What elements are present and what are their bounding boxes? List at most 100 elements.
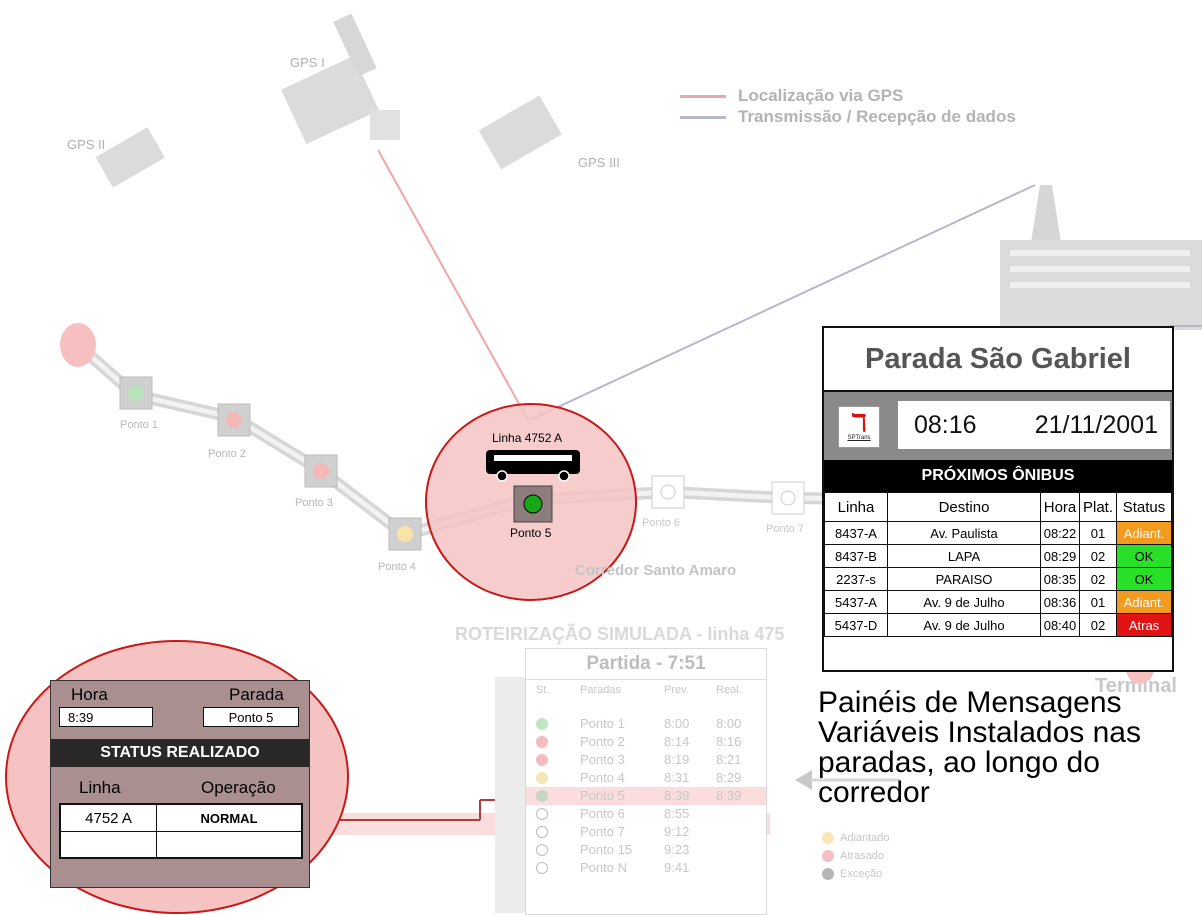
sptrans-logo: ℸ SPTrans	[838, 406, 880, 448]
corridor-label: Corredor Santo Amaro	[575, 562, 736, 579]
operacao-value: NORMAL	[157, 805, 301, 832]
stop-ponto-3	[305, 455, 337, 487]
caption-line: paradas, ao longo do	[818, 748, 1141, 778]
schedule-row: Ponto 18:008:00	[526, 715, 766, 733]
schedule-prev: 9:23	[664, 842, 689, 857]
gps-signal-line	[378, 150, 528, 420]
schedule-parada: Ponto 7	[580, 824, 625, 839]
status-dot	[822, 850, 834, 862]
schedule-real: 8:16	[716, 734, 741, 749]
table-header-row: Linha Destino Hora Plat. Status	[825, 493, 1172, 522]
schedule-table: Partida - 7:51 St. Paradas Prev. Real. P…	[525, 648, 767, 915]
status-badge: Adiant.	[1117, 591, 1172, 614]
antenna-tower-icon	[1000, 185, 1202, 330]
cell-destino: Av. 9 de Julho	[888, 591, 1041, 614]
stop-ponto-7	[772, 482, 804, 514]
schedule-parada: Ponto 4	[580, 770, 625, 785]
cell-hora: 08:22	[1041, 522, 1080, 545]
bus-line-label: Linha 4752 A	[492, 431, 562, 445]
bus-status-detail: Hora Parada 8:39 Ponto 5 STATUS REALIZAD…	[50, 680, 310, 888]
table-row: 8437-A Av. Paulista 08:22 01 Adiant.	[825, 522, 1172, 545]
column-header: Real.	[716, 684, 742, 696]
stop-ponto-6	[652, 476, 684, 508]
stop-label: Ponto 3	[295, 497, 333, 509]
cell-plat: 01	[1080, 522, 1117, 545]
table-row: 2237-s PARAISO 08:35 02 OK	[825, 568, 1172, 591]
caption-line: Painéis de Mensagens	[818, 688, 1141, 718]
schedule-prev: 9:12	[664, 824, 689, 839]
legend-gps: Localização via GPS	[680, 86, 903, 106]
status-badge: OK	[1117, 545, 1172, 568]
status-legend-item: Atrasado	[822, 850, 890, 868]
cell-hora: 08:40	[1041, 614, 1080, 637]
schedule-prev: 9:41	[664, 860, 689, 875]
schedule-prev: 8:14	[664, 734, 689, 749]
panel-title: Parada São Gabriel	[824, 328, 1172, 392]
status-heading: STATUS REALIZADO	[51, 739, 309, 767]
cell-linha: 5437-A	[825, 591, 888, 614]
legend-swatch	[680, 95, 726, 98]
panel-time-date: 08:16 21/11/2001	[898, 401, 1170, 449]
status-legend-item: Adiantado	[822, 832, 890, 850]
route-start-marker	[60, 323, 96, 367]
caption-arrow-icon	[795, 770, 812, 790]
hora-value: 8:39	[59, 707, 153, 727]
schedule-prev: 8:00	[664, 716, 689, 731]
sptrans-logo-text: SPTrans	[847, 435, 870, 441]
empty-cell	[157, 832, 301, 857]
stop-label: Ponto 7	[766, 523, 804, 535]
legend-transmission: Transmissão / Recepção de dados	[680, 107, 1016, 127]
status-badge: Adiant.	[1117, 522, 1172, 545]
caption-text: Painéis de Mensagens Variáveis Instalado…	[818, 688, 1141, 808]
cell-linha: 2237-s	[825, 568, 888, 591]
stop-label: Ponto 1	[120, 419, 158, 431]
status-dot	[536, 862, 548, 874]
schedule-real: 8:29	[716, 770, 741, 785]
schedule-parada: Ponto 1	[580, 716, 625, 731]
status-legend: Adiantado Atrasado Exceção	[822, 832, 890, 886]
stop-label: Ponto 5	[510, 526, 552, 540]
linha-value: 4752 A	[61, 805, 157, 832]
next-buses-table: Linha Destino Hora Plat. Status 8437-A A…	[824, 492, 1172, 637]
schedule-header-row: St. Paradas Prev. Real.	[526, 683, 766, 701]
status-badge: OK	[1117, 568, 1172, 591]
stop-ponto-1	[120, 377, 152, 409]
satellite-gps3-icon	[479, 95, 562, 169]
operacao-label: Operação	[201, 778, 276, 798]
column-header: Hora	[1041, 493, 1080, 522]
table-row: 8437-B LAPA 08:29 02 OK	[825, 545, 1172, 568]
schedule-row: Ponto 7 9:12	[526, 823, 766, 841]
column-header: Status	[1117, 493, 1172, 522]
stop-label: Ponto 6	[642, 517, 680, 529]
cell-linha: 8437-B	[825, 545, 888, 568]
satellite-gps2-icon	[96, 127, 165, 187]
panel-time: 08:16	[914, 411, 977, 440]
schedule-parada: Ponto N	[580, 860, 627, 875]
panel-date: 21/11/2001	[1035, 411, 1158, 440]
sptrans-logo-mark-icon: ℸ	[851, 413, 866, 435]
schedule-prev: 8:19	[664, 752, 689, 767]
parada-label: Parada	[229, 685, 284, 705]
schedule-title: Partida - 7:51	[526, 649, 766, 680]
status-legend-item: Exceção	[822, 868, 890, 886]
legend-swatch	[680, 116, 726, 119]
gps3-label: GPS III	[578, 155, 620, 170]
cell-plat: 01	[1080, 591, 1117, 614]
satellite-gps1-icon	[281, 14, 400, 145]
simulation-label: ROTEIRIZAÇÃO SIMULADA - linha 475	[455, 623, 784, 644]
status-dot	[536, 736, 548, 748]
status-dot	[536, 718, 548, 730]
route-label-strip	[495, 677, 525, 913]
column-header: Paradas	[580, 684, 621, 696]
schedule-parada: Ponto 15	[580, 842, 632, 857]
linha-label: Linha	[79, 778, 121, 798]
schedule-real: 8:21	[716, 752, 741, 767]
column-header: Prev.	[664, 684, 689, 696]
status-dot	[536, 808, 548, 820]
stop-label: Ponto 4	[378, 561, 416, 573]
cell-plat: 02	[1080, 568, 1117, 591]
panel-heading: PRÓXIMOS ÔNIBUS	[824, 460, 1172, 492]
column-header: St.	[536, 684, 549, 696]
